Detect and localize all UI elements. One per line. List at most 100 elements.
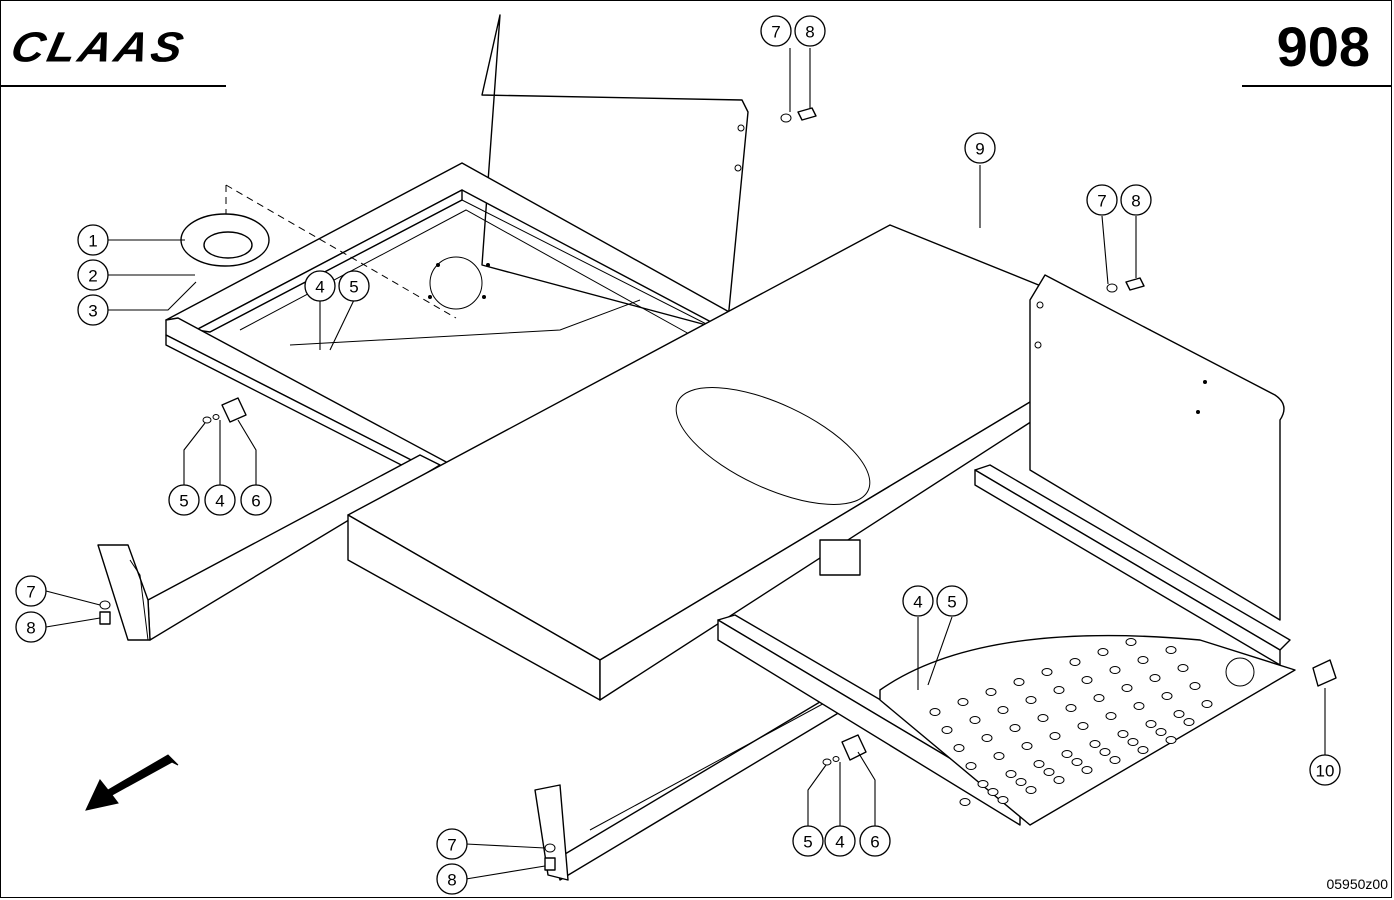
leader-lines [45,48,1326,880]
perforation-hole [959,798,971,806]
bolt-washer-front [544,843,556,871]
callout-c1: 1 [77,224,109,256]
callout-c2: 2 [77,259,109,291]
perforation-hole [1121,684,1133,692]
perforation-hole [997,796,1009,804]
perforation-hole [1089,740,1101,748]
perforation-hole [941,726,953,734]
left-rail [97,317,477,641]
end-cap-part-10 [1312,659,1337,687]
rear-panel-right [1029,274,1285,621]
callout-label: 3 [88,302,97,321]
perforation-hole [1053,776,1065,784]
perforation-hole [1109,756,1121,764]
perforation-hole [1105,712,1117,720]
perforation-hole [1025,786,1037,794]
perforation-hole [1177,664,1189,672]
callout-c5d: 5 [792,825,824,857]
bolt-washer-right [1106,277,1145,293]
rubber-mount-right [822,734,867,766]
perforation-hole [1133,702,1145,710]
perforation-hole [1049,732,1061,740]
callout-label: 8 [805,23,814,42]
callout-c4c: 4 [902,585,934,617]
perforation-hole [1069,658,1081,666]
perforation-hole [1013,678,1025,686]
perforation-hole [953,744,965,752]
perforation-hole [965,762,977,770]
perforation-hole [1053,686,1065,694]
perforation-hole [1149,674,1161,682]
perforation-hole [1165,736,1177,744]
callout-label: 1 [88,232,97,251]
perforated-footplate [879,634,1296,826]
perforation-hole [1165,646,1177,654]
perforation-hole [1093,694,1105,702]
callout-label: 10 [1316,762,1335,781]
callout-c3: 3 [77,294,109,326]
callout-c7d: 7 [436,828,468,860]
callout-label: 4 [215,492,224,511]
callout-label: 8 [1131,192,1140,211]
perforation-hole [1125,638,1137,646]
perforation-hole [1155,728,1167,736]
perforation-hole [981,734,993,742]
callout-label: 2 [88,267,97,286]
perforation-hole [985,688,997,696]
perforation-hole [1137,746,1149,754]
callout-c10: 10 [1309,754,1341,786]
page-number: 908 [1276,15,1370,78]
page-number-underline [1242,85,1392,87]
drawing-code: 05950z00 [1326,876,1388,892]
perforation-hole [993,752,1005,760]
callout-label: 4 [913,593,922,612]
perforation-hole [997,706,1009,714]
callout-label: 7 [447,836,456,855]
direction-arrow [85,754,179,811]
perforation-hole [1173,710,1185,718]
perforation-hole [977,780,989,788]
callout-c8a: 8 [794,15,826,47]
callout-label: 6 [251,492,260,511]
perforation-hole [1189,682,1201,690]
callout-c8d: 8 [436,863,468,895]
perforation-hole [1145,720,1157,728]
callout-label: 7 [1097,192,1106,211]
callout-label: 7 [26,583,35,602]
perforation-hole [1137,656,1149,664]
perforation-hole [929,708,941,716]
callout-label: 5 [349,278,358,297]
perforation-hole [1065,704,1077,712]
perforation-hole [1025,696,1037,704]
perforation-hole [1041,668,1053,676]
perforation-hole [1077,722,1089,730]
bolt-washer-top [780,107,817,123]
callout-c8b: 8 [15,611,47,643]
callout-label: 5 [179,492,188,511]
perforation-hole [987,788,999,796]
callout-label: 7 [771,23,780,42]
perforation-hole [1009,724,1021,732]
front-rail [534,689,861,881]
callout-c4a: 4 [304,270,336,302]
callout-label: 6 [870,833,879,852]
callout-c5b: 5 [168,484,200,516]
perforation-hole [1161,692,1173,700]
rubber-mount-left [202,397,247,424]
footplate-perforations [929,638,1213,806]
callout-label: 5 [803,833,812,852]
callout-label: 8 [447,871,456,890]
perforation-hole [1021,742,1033,750]
perforation-hole [1081,676,1093,684]
bolt-washer-left [99,600,111,625]
callout-c8c: 8 [1120,184,1152,216]
washer-plate-part-1 [180,213,270,267]
perforation-hole [1127,738,1139,746]
perforation-hole [1201,700,1213,708]
rear-panel-left [481,14,749,331]
callout-c4b: 4 [204,484,236,516]
callout-c6b: 6 [859,825,891,857]
